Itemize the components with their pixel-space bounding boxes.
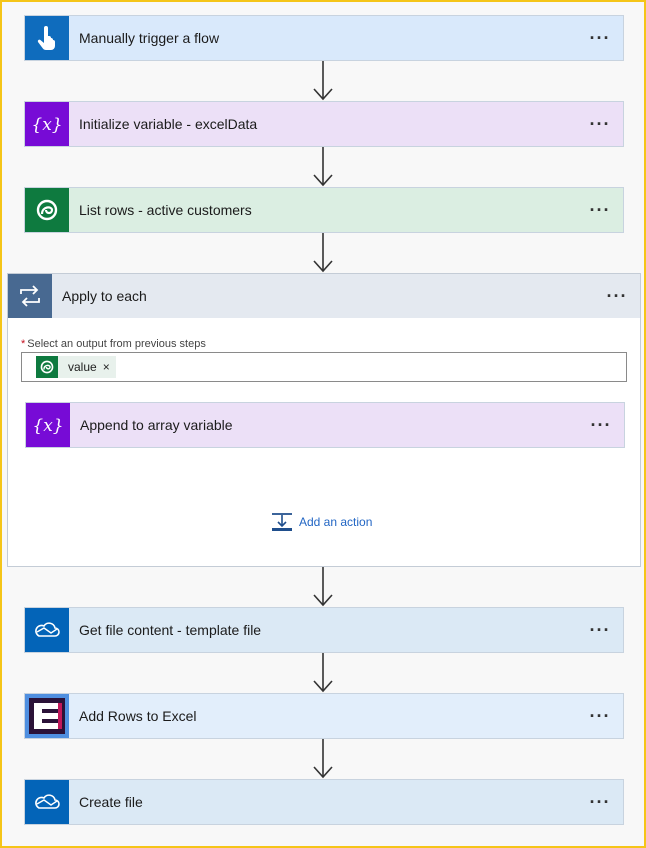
connector-arrow: [312, 653, 334, 693]
svg-text:{x}: {x}: [31, 115, 62, 135]
step-card-manual-trigger[interactable]: Manually trigger a flow ···: [24, 15, 624, 61]
step-title: Create file: [79, 794, 143, 810]
variable-icon-box: {x}: [25, 102, 69, 146]
token-label: value: [68, 360, 97, 374]
loop-icon: [20, 285, 40, 307]
token-icon-box: [36, 356, 58, 378]
connector-arrow: [312, 739, 334, 779]
connector-arrow: [312, 147, 334, 187]
step-card-create-file[interactable]: Create file ···: [24, 779, 624, 825]
encodian-icon-box: [25, 694, 69, 738]
encodian-icon: [29, 698, 65, 734]
variable-icon-box: {x}: [26, 403, 70, 447]
connector-arrow: [312, 61, 334, 101]
step-title: List rows - active customers: [79, 202, 252, 218]
loop-icon-box: [8, 274, 52, 318]
more-options-button[interactable]: ···: [589, 705, 611, 726]
step-card-append-to-array[interactable]: {x} Append to array variable ···: [25, 402, 625, 448]
step-title: Get file content - template file: [79, 622, 262, 638]
variable-icon: {x}: [31, 115, 62, 135]
svg-text:{x}: {x}: [32, 416, 63, 436]
step-card-list-rows[interactable]: List rows - active customers ···: [24, 187, 624, 233]
more-options-button[interactable]: ···: [606, 285, 628, 306]
add-an-action-button[interactable]: Add an action: [271, 512, 372, 532]
output-token-field[interactable]: value ×: [21, 352, 627, 382]
onedrive-icon: [35, 794, 60, 809]
step-card-add-rows-to-excel[interactable]: Add Rows to Excel ···: [24, 693, 624, 739]
loop-title: Apply to each: [62, 288, 147, 304]
dataverse-icon: [40, 360, 54, 374]
value-token[interactable]: value ×: [36, 356, 116, 378]
variable-icon: {x}: [32, 416, 63, 436]
more-options-button[interactable]: ···: [589, 619, 611, 640]
required-marker: *: [21, 338, 26, 350]
onedrive-icon-box: [25, 608, 69, 652]
touch-hand-icon: [37, 26, 55, 50]
step-title: Manually trigger a flow: [79, 30, 220, 46]
step-title: Initialize variable - excelData: [79, 116, 258, 132]
step-card-get-file-content[interactable]: Get file content - template file ···: [24, 607, 624, 653]
more-options-button[interactable]: ···: [589, 791, 611, 812]
step-title: Append to array variable: [80, 417, 233, 433]
connector-arrow: [312, 567, 334, 607]
connector-arrow: [312, 233, 334, 273]
apply-to-each-header[interactable]: Apply to each ···: [8, 274, 640, 318]
add-action-icon: [272, 513, 292, 531]
more-options-button[interactable]: ···: [589, 199, 611, 220]
more-options-button[interactable]: ···: [589, 113, 611, 134]
add-an-action-label: Add an action: [299, 515, 373, 529]
trigger-icon-box: [25, 16, 69, 60]
output-field-label-text: Select an output from previous steps: [27, 338, 206, 350]
output-field-label: *Select an output from previous steps: [21, 338, 206, 350]
more-options-button[interactable]: ···: [590, 414, 612, 435]
apply-to-each-container: Apply to each ··· *Select an output from…: [7, 273, 641, 567]
token-remove-button[interactable]: ×: [102, 360, 110, 374]
onedrive-icon-box: [25, 780, 69, 824]
step-card-initialize-variable[interactable]: {x} Initialize variable - excelData ···: [24, 101, 624, 147]
dataverse-icon: [36, 199, 58, 221]
step-title: Add Rows to Excel: [79, 708, 197, 724]
dataverse-icon-box: [25, 188, 69, 232]
onedrive-icon: [35, 622, 60, 637]
more-options-button[interactable]: ···: [589, 27, 611, 48]
